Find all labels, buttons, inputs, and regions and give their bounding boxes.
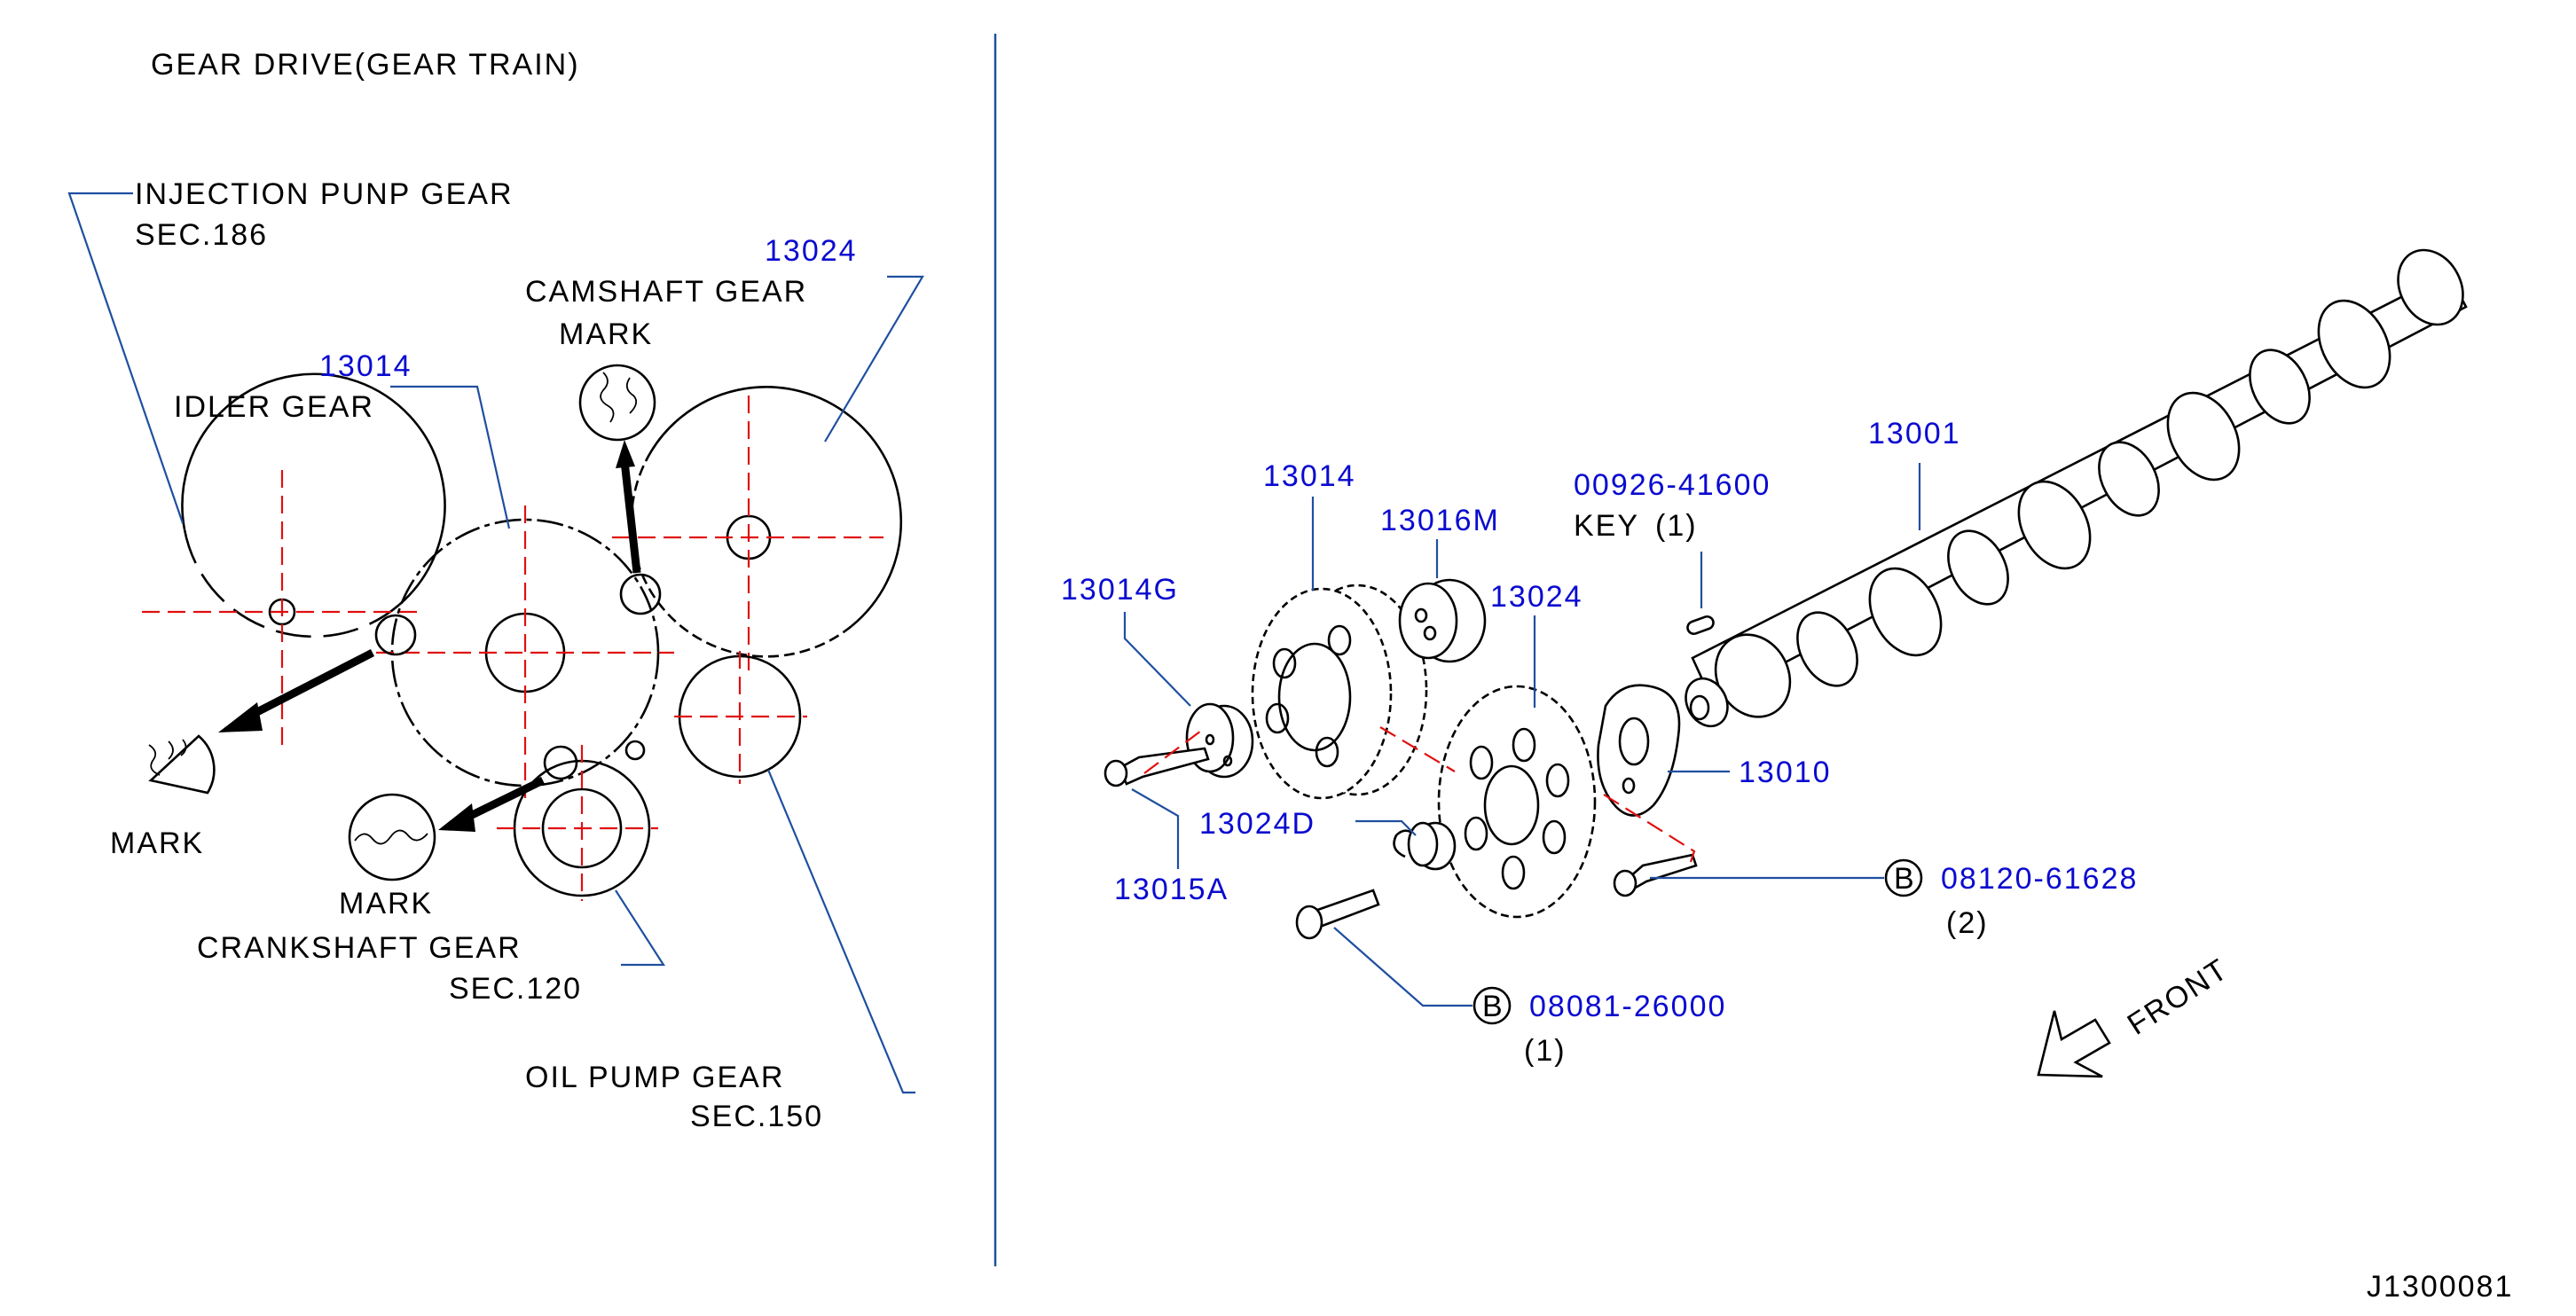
camshaft-gear-label: CAMSHAFT GEAR	[525, 275, 807, 309]
camshaft-mark-arrowhead	[616, 440, 635, 468]
camshaft-mark-detail	[578, 364, 656, 442]
injection-pump-gear-section: SEC.186	[135, 218, 268, 252]
camshaft-part-no: 13001	[1868, 417, 1961, 450]
leader-cam-washer	[1355, 819, 1417, 836]
injection-pump-gear	[142, 372, 446, 752]
idler-bolt	[1103, 747, 1210, 787]
idler-shaft-part-no: 13016M	[1380, 504, 1500, 537]
crankshaft-gear-section: SEC.120	[449, 972, 582, 1006]
idler-axis-line	[1143, 726, 1456, 774]
retainer-bolt-badge	[1884, 858, 1923, 897]
leader-idler-gear	[390, 385, 511, 529]
injection-mark-arrow	[246, 648, 375, 721]
leader-idler-bolt	[1131, 788, 1180, 869]
diagram-title: GEAR DRIVE(GEAR TRAIN)	[151, 48, 580, 82]
crankshaft-gear-label: CRANKSHAFT GEAR	[197, 931, 522, 965]
cam-washer-part-no: 13024D	[1199, 807, 1315, 841]
retainer-bolt-part-no: 08120-61628	[1941, 862, 2138, 896]
camshaft-gear-part-no: 13024	[765, 234, 858, 268]
key-label: KEY	[1574, 509, 1639, 543]
front-label: FRONT	[2122, 952, 2234, 1042]
leader-camshaft-gear	[824, 275, 924, 443]
front-arrow	[2037, 1010, 2111, 1078]
camshaft-mark-arrow	[620, 460, 641, 574]
cam-washer	[1393, 821, 1457, 871]
retainer-bolt-qty: (2)	[1946, 906, 1989, 940]
crankshaft-mark-arrowhead	[438, 803, 475, 832]
camshaft-gear-exploded-part-no: 13024	[1490, 580, 1583, 614]
idler-plate-part-no: 13014G	[1061, 573, 1179, 607]
crankshaft-mark-arrow	[465, 776, 545, 822]
cam-bolt-part-no: 08081-26000	[1529, 990, 1726, 1023]
camshaft-gear-exploded	[1437, 685, 1597, 919]
crankshaft-mark-detail	[348, 793, 436, 881]
leader-oil-pump-gear	[766, 769, 915, 1094]
cam-bolt-badge-letter: B	[1482, 990, 1504, 1023]
injection-pump-gear-label: INJECTION PUNP GEAR	[135, 177, 514, 211]
retainer-axis-line	[1603, 794, 1696, 863]
idler-plate	[1185, 702, 1254, 779]
cam-bolt-badge	[1473, 986, 1512, 1025]
cam-bolt	[1295, 889, 1380, 940]
camshaft	[1685, 248, 2468, 728]
injection-mark-detail	[148, 734, 216, 795]
idler-gear	[376, 505, 674, 798]
idler-gear-exploded-part-no: 13014	[1263, 459, 1356, 493]
thrust-plate	[1597, 684, 1681, 817]
injection-mark-arrowhead	[218, 702, 263, 732]
key	[1686, 615, 1715, 636]
retainer-bolt	[1613, 853, 1698, 897]
cam-bolt-qty: (1)	[1524, 1034, 1567, 1068]
camshaft-mesh-mark	[619, 573, 662, 615]
oil-pump-gear	[674, 651, 807, 784]
idler-gear-exploded	[1251, 584, 1428, 800]
oil-pump-gear-section: SEC.150	[690, 1100, 823, 1133]
camshaft-mark-label: MARK	[559, 317, 653, 351]
leader-idler-plate	[1123, 612, 1191, 707]
crankshaft-mark-label: MARK	[339, 887, 433, 920]
leader-crankshaft-gear	[615, 889, 666, 967]
oil-pump-gear-label: OIL PUMP GEAR	[525, 1061, 784, 1094]
idler-gear-label: IDLER GEAR	[174, 390, 374, 424]
idler-bolt-part-no: 13015A	[1114, 873, 1229, 906]
idler-gear-part-no: 13014	[319, 349, 412, 383]
key-qty: (1)	[1655, 509, 1698, 543]
idler-shaft	[1398, 578, 1487, 663]
injection-mesh-mark	[374, 614, 417, 656]
key-part-no: 00926-41600	[1574, 468, 1771, 502]
leader-injection-pump	[67, 192, 185, 524]
injection-mark-label: MARK	[110, 826, 204, 860]
retainer-bolt-badge-letter: B	[1894, 862, 1916, 896]
thrust-plate-part-no: 13010	[1739, 756, 1832, 789]
crankshaft-gear	[497, 740, 658, 901]
figure-id: J1300081	[2367, 1270, 2513, 1304]
leader-cam-bolt	[1333, 927, 1473, 1007]
